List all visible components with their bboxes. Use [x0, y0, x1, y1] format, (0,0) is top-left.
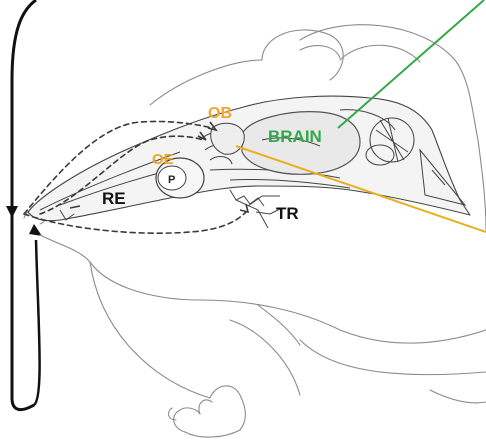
label-oe: OE — [152, 151, 174, 168]
label-tr: TR — [276, 204, 299, 223]
rat-body-outline — [24, 25, 486, 437]
arrowhead-up — [29, 224, 42, 236]
label-brain: BRAIN — [268, 127, 322, 146]
label-p: P — [168, 174, 175, 186]
arrowhead-down — [6, 206, 18, 218]
label-re: RE — [102, 189, 126, 208]
label-ob: OB — [208, 105, 232, 122]
